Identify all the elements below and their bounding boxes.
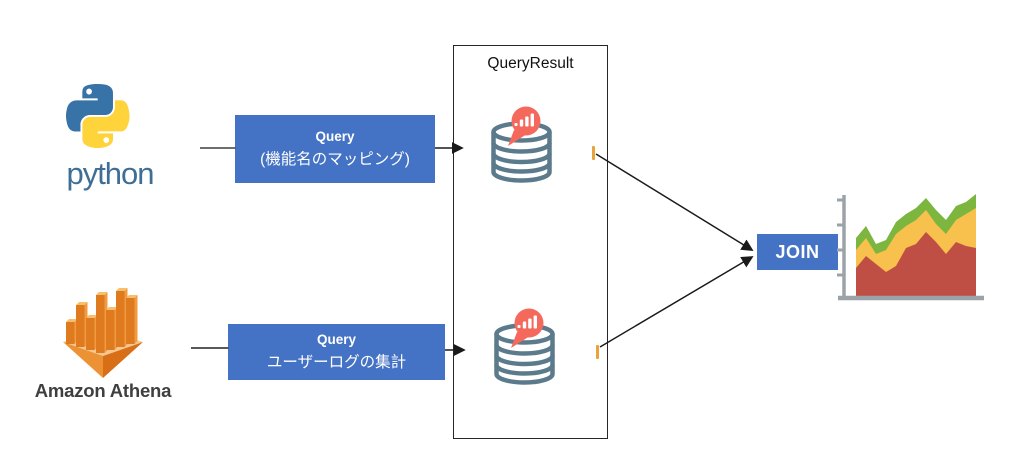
area-red (856, 232, 976, 296)
join-box: JOIN (757, 234, 838, 270)
arrow-db1-to-join (595, 153, 754, 251)
query-box-mapping: Query (機能名のマッピング) (235, 115, 435, 183)
chart-bubble (511, 308, 544, 348)
arrow-db2-to-join (599, 256, 754, 348)
query-box-subtitle: (機能名のマッピング) (260, 150, 410, 168)
db-cylinder (491, 121, 552, 183)
connector-tick-bottom (596, 345, 599, 359)
join-label: JOIN (775, 241, 820, 262)
python-logo-icon (66, 84, 130, 148)
stacked-area-chart-icon (837, 194, 984, 301)
query-result-db-icon-top (491, 106, 552, 183)
connector-tick-top (592, 146, 595, 160)
queryresult-title: QueryResult (487, 55, 574, 72)
query-box-userlog: Query ユーザーログの集計 (228, 324, 445, 380)
query-box-title: Query (315, 129, 355, 145)
query-result-db-icon-bottom (494, 308, 555, 385)
python-wordmark: python (66, 156, 154, 191)
chart-axes (837, 195, 984, 301)
athena-label: Amazon Athena (34, 380, 172, 401)
chart-bubble (508, 106, 541, 146)
athena-bars (66, 288, 138, 353)
query-box-subtitle: ユーザーログの集計 (266, 353, 407, 371)
athena-logo-icon (63, 288, 143, 378)
query-box-title: Query (316, 332, 357, 348)
